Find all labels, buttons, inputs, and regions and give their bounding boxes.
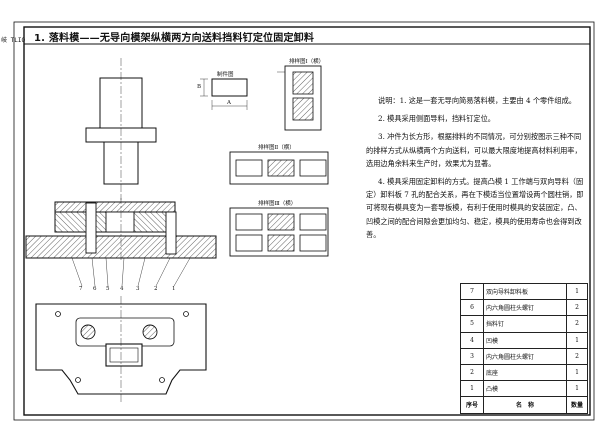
callout-5: 5 [106, 286, 110, 292]
part-name: 凹模 [483, 331, 567, 349]
part-qty: 2 [566, 299, 588, 317]
part-qty: 1 [566, 282, 588, 301]
note-4: 4. 模具采用固定卸料的方式。提高凸模 1 工作端与双向导料（固定）卸料板 7 … [366, 177, 584, 239]
notes-block: 说明：1. 这是一套无导向简易落料模，主要由 4 个零件组成。 2. 模具采用侧… [366, 94, 584, 246]
part-name: 内六角圆柱头螺钉 [483, 299, 567, 317]
part-name: 凸模 [483, 380, 567, 398]
header-name: 名 称 [483, 396, 567, 414]
part-qty: 1 [566, 380, 588, 398]
part-qty: 1 [566, 331, 588, 349]
header-number: 序号 [460, 396, 484, 414]
note-1: 说明：1. 这是一套无导向简易落料模，主要由 4 个零件组成。 [378, 96, 576, 105]
punch-elevation [85, 58, 157, 200]
part-number: 5 [460, 315, 484, 333]
layout-diagram-3 [229, 207, 329, 257]
note-3: 3. 冲件为长方形，根据排料的不同情况，可分别按图示三种不同的排样方式从纵横两个… [366, 132, 582, 168]
table-header-row: 序号名 称数量 [460, 396, 588, 414]
corner-page-label: 岐 TLIO [1, 37, 26, 44]
part-name: 内六角圆柱头螺钉 [483, 347, 567, 365]
layout-diagram-2 [229, 151, 329, 185]
part-number: 4 [460, 331, 484, 349]
dim-b-label: B [197, 84, 202, 90]
die-section-view [25, 196, 217, 287]
die-plan-view [35, 296, 207, 404]
header-qty: 数量 [566, 396, 588, 414]
part-name: 挡料钉 [483, 315, 567, 333]
dim-a-label: A [227, 100, 231, 106]
workpiece-label: 制件图 [217, 72, 234, 78]
layout-3-label: 排样图Ⅲ（横） [258, 201, 297, 207]
callout-1: 1 [172, 286, 176, 292]
layout-diagram-1 [277, 65, 322, 131]
part-name: 双向导料卸料板 [483, 282, 567, 301]
callout-3: 3 [136, 286, 140, 292]
part-number: 7 [460, 282, 484, 301]
part-qty: 2 [566, 315, 588, 333]
callout-7: 7 [79, 286, 83, 292]
part-qty: 1 [566, 363, 588, 382]
callout-4: 4 [120, 286, 124, 292]
part-number: 3 [460, 347, 484, 365]
part-number: 1 [460, 380, 484, 398]
callout-6: 6 [93, 286, 97, 292]
part-name: 底座 [483, 363, 567, 382]
outer-frame [13, 21, 595, 421]
layout-2-label: 排样图Ⅱ（横） [258, 145, 295, 151]
part-number: 2 [460, 363, 484, 382]
inner-frame [23, 26, 591, 416]
workpiece-drawing [200, 78, 248, 110]
layout-1-label: 排样图Ⅰ（横） [289, 59, 325, 65]
part-number: 6 [460, 299, 484, 317]
part-qty: 2 [566, 347, 588, 365]
note-2: 2. 模具采用侧面导料，挡料钉定位。 [378, 114, 495, 124]
drawing-title: 1. 落料模——无导向模架纵横两方向送料挡料钉定位固定卸料 [34, 33, 315, 44]
callout-2: 2 [154, 286, 158, 292]
